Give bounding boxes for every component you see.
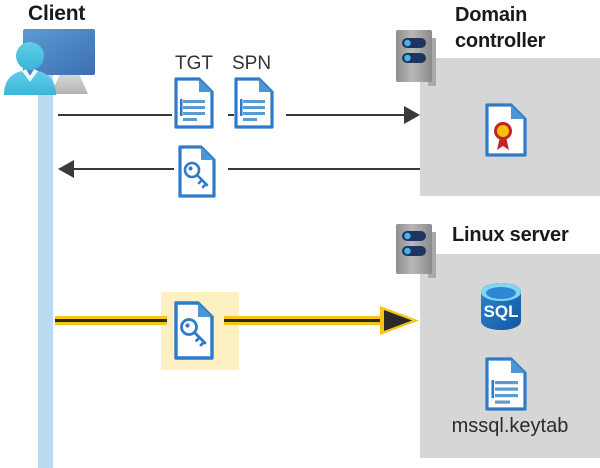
highlighted-service-ticket-document-icon bbox=[174, 301, 214, 360]
client-icon bbox=[4, 29, 95, 95]
spn-label: SPN bbox=[232, 53, 272, 74]
person-collar bbox=[22, 69, 38, 82]
person-head bbox=[16, 42, 44, 70]
keytab-document-icon bbox=[485, 357, 527, 411]
linux-server-icon bbox=[396, 224, 436, 278]
domain-controller-server-icon bbox=[396, 30, 436, 86]
arrow-domain-controller-to-client bbox=[58, 160, 420, 178]
linux-server-title: Linux server bbox=[452, 224, 569, 246]
keytab-filename-label: mssql.keytab bbox=[451, 415, 569, 437]
monitor-stand bbox=[51, 74, 88, 94]
tgt-document-icon bbox=[174, 77, 214, 129]
domain-controller-title: Domain controller bbox=[455, 4, 546, 52]
arrow-client-to-domain-controller bbox=[58, 106, 420, 124]
arrow-client-to-linux-server bbox=[55, 306, 419, 335]
certificate-document-icon bbox=[485, 103, 527, 157]
spn-document-icon bbox=[234, 77, 274, 129]
svg-text:SQL: SQL bbox=[484, 302, 519, 321]
client-lifeline bbox=[38, 66, 53, 468]
sql-database-icon: SQL bbox=[481, 283, 521, 330]
person-body bbox=[4, 71, 56, 95]
service-ticket-document-icon bbox=[178, 145, 216, 198]
tgt-label: TGT bbox=[175, 53, 213, 74]
client-title: Client bbox=[28, 2, 86, 25]
